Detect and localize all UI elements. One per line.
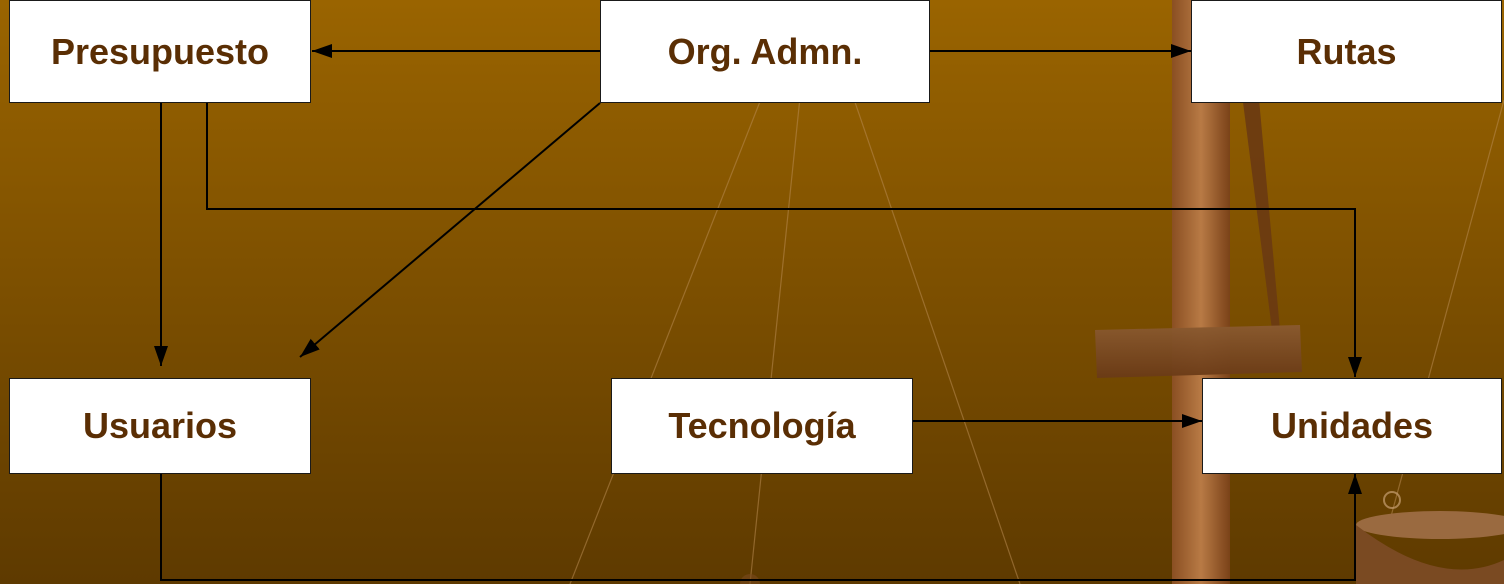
- node-label-rutas: Rutas: [1296, 30, 1397, 72]
- node-org-admn: Org. Admn.: [600, 0, 930, 103]
- node-unidades: Unidades: [1202, 378, 1502, 474]
- node-label-org-admn: Org. Admn.: [667, 30, 863, 72]
- node-presupuesto: Presupuesto: [9, 0, 311, 103]
- node-rutas: Rutas: [1191, 0, 1502, 103]
- node-label-presupuesto: Presupuesto: [50, 30, 270, 72]
- node-tecnologia: Tecnología: [611, 378, 913, 474]
- node-label-unidades: Unidades: [1270, 405, 1434, 446]
- node-label-usuarios: Usuarios: [82, 405, 238, 446]
- node-label-tecnologia: Tecnología: [668, 405, 856, 446]
- node-usuarios: Usuarios: [9, 378, 311, 474]
